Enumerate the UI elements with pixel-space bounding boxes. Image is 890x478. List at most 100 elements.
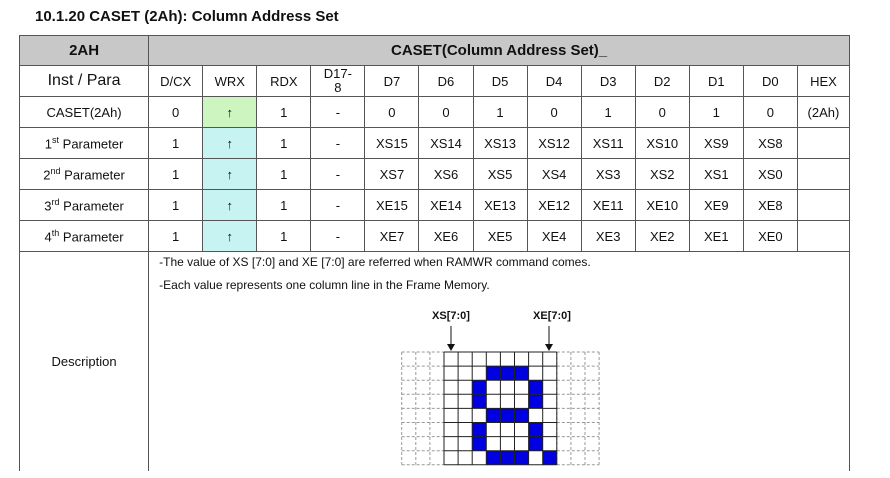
cell-wrx: ↑	[202, 220, 258, 252]
command-name: CASET(Column Address Set)_	[148, 35, 850, 66]
description-line-1: -The value of XS [7:0] and XE [7:0] are …	[159, 255, 591, 269]
filled-cell	[486, 450, 501, 465]
row-label-sup: nd	[50, 165, 61, 176]
row-label: 3rd Parameter	[18, 189, 150, 221]
filled-cell	[528, 394, 543, 409]
cell-wrx: ↑	[202, 127, 258, 159]
cell-d1: XS1	[688, 158, 744, 190]
col-d6: D6	[418, 65, 474, 97]
xe-arrow-head	[545, 344, 554, 351]
cell-d5: XE13	[472, 189, 528, 221]
cell-dcx: 0	[148, 96, 204, 128]
xs-label: XS[7:0]	[432, 310, 470, 322]
col-d2: D2	[634, 65, 690, 97]
register-table: 2AH CASET(Column Address Set)_ Inst / Pa…	[18, 35, 851, 471]
cell-d5: 1	[472, 96, 528, 128]
row-label: CASET(2Ah)	[18, 96, 150, 128]
table-row: CASET(2Ah) 0 ↑ 1 - 0 0 1 0 1 0 1 0 (2Ah)	[18, 96, 851, 128]
cell-d7: XE15	[364, 189, 420, 221]
cell-d4: XS12	[526, 127, 582, 159]
table-row: 4th Parameter 1 ↑ 1 - XE7 XE6 XE5 XE4 XE…	[18, 220, 851, 252]
col-d4: D4	[526, 65, 582, 97]
row-label-num: 2	[43, 167, 51, 183]
cell-dcx: 1	[148, 127, 204, 159]
description-body: -The value of XS [7:0] and XE [7:0] are …	[148, 251, 850, 471]
filled-cell	[514, 408, 529, 423]
command-code: 2AH	[18, 35, 150, 66]
cell-hex	[796, 158, 851, 190]
cell-d3: XE11	[580, 189, 636, 221]
cell-d7: XS7	[364, 158, 420, 190]
cell-d5: XS5	[472, 158, 528, 190]
cell-d0: XE0	[742, 220, 798, 252]
table-header-row: 2AH CASET(Column Address Set)_	[18, 35, 850, 66]
cell-d0: XE8	[742, 189, 798, 221]
col-rdx: RDX	[256, 65, 312, 97]
cell-d17-8: -	[310, 158, 366, 190]
col-hex: HEX	[796, 65, 851, 97]
col-d3: D3	[580, 65, 636, 97]
cell-d3: XS11	[580, 127, 636, 159]
table-row: 2nd Parameter 1 ↑ 1 - XS7 XS6 XS5 XS4 XS…	[18, 158, 851, 190]
cell-d17-8: -	[310, 189, 366, 221]
cell-d6: XS14	[418, 127, 474, 159]
row-label-rest: Parameter	[60, 167, 125, 183]
filled-cell	[472, 380, 487, 395]
filled-cell	[514, 366, 529, 381]
filled-cell	[486, 408, 501, 423]
cell-hex	[796, 127, 851, 159]
table-row: 3rd Parameter 1 ↑ 1 - XE15 XE14 XE13 XE1…	[18, 189, 851, 221]
description-row: Description -The value of XS [7:0] and X…	[18, 251, 850, 471]
filled-cell	[528, 436, 543, 451]
col-d0: D0	[742, 65, 798, 97]
cell-d17-8: -	[310, 220, 366, 252]
cell-d17-8: -	[310, 127, 366, 159]
cell-d2: XE10	[634, 189, 690, 221]
cell-rdx: 1	[256, 220, 312, 252]
cell-d5: XS13	[472, 127, 528, 159]
row-label-rest: Parameter	[59, 136, 124, 152]
cell-d3: 1	[580, 96, 636, 128]
filled-cell	[500, 366, 515, 381]
table-row: 1st Parameter 1 ↑ 1 - XS15 XS14 XS13 XS1…	[18, 127, 851, 159]
cell-d1: XE9	[688, 189, 744, 221]
cell-d1: XS9	[688, 127, 744, 159]
section-title: 10.1.20 CASET (2Ah): Column Address Set	[35, 8, 339, 25]
cell-rdx: 1	[256, 158, 312, 190]
row-label-rest: Parameter	[59, 229, 124, 245]
col-inst-para: Inst / Para	[18, 65, 150, 97]
filled-cell	[528, 380, 543, 395]
cell-d4: XE4	[526, 220, 582, 252]
cell-wrx: ↑	[202, 158, 258, 190]
cell-d0: 0	[742, 96, 798, 128]
cell-wrx: ↑	[202, 189, 258, 221]
cell-hex: (2Ah)	[796, 96, 851, 128]
filled-cell	[514, 450, 529, 465]
cell-d2: XS2	[634, 158, 690, 190]
cell-d4: XS4	[526, 158, 582, 190]
cell-d2: XE2	[634, 220, 690, 252]
description-line-2: -Each value represents one column line i…	[159, 278, 490, 292]
cell-dcx: 1	[148, 220, 204, 252]
col-d17-8: D17- 8	[310, 65, 366, 97]
cell-dcx: 1	[148, 189, 204, 221]
column-header-row: Inst / Para D/CX WRX RDX D17- 8 D7 D6 D5…	[18, 65, 851, 97]
cell-d6: 0	[418, 96, 474, 128]
filled-cell	[528, 422, 543, 437]
col-d1: D1	[688, 65, 744, 97]
cell-d6: XE6	[418, 220, 474, 252]
col-d7: D7	[364, 65, 420, 97]
row-label-num: 4	[44, 229, 52, 245]
row-label-sup: st	[52, 134, 60, 145]
frame-memory-diagram: XS[7:0] XE[7:0]	[401, 310, 600, 466]
cell-rdx: 1	[256, 127, 312, 159]
cell-d7: 0	[364, 96, 420, 128]
cell-hex	[796, 189, 851, 221]
row-label: 1st Parameter	[18, 127, 150, 159]
xs-arrow-head	[447, 344, 456, 351]
row-label: 2nd Parameter	[18, 158, 150, 190]
cell-rdx: 1	[256, 189, 312, 221]
cell-d4: XE12	[526, 189, 582, 221]
filled-cell	[486, 366, 501, 381]
filled-cell	[500, 450, 515, 465]
